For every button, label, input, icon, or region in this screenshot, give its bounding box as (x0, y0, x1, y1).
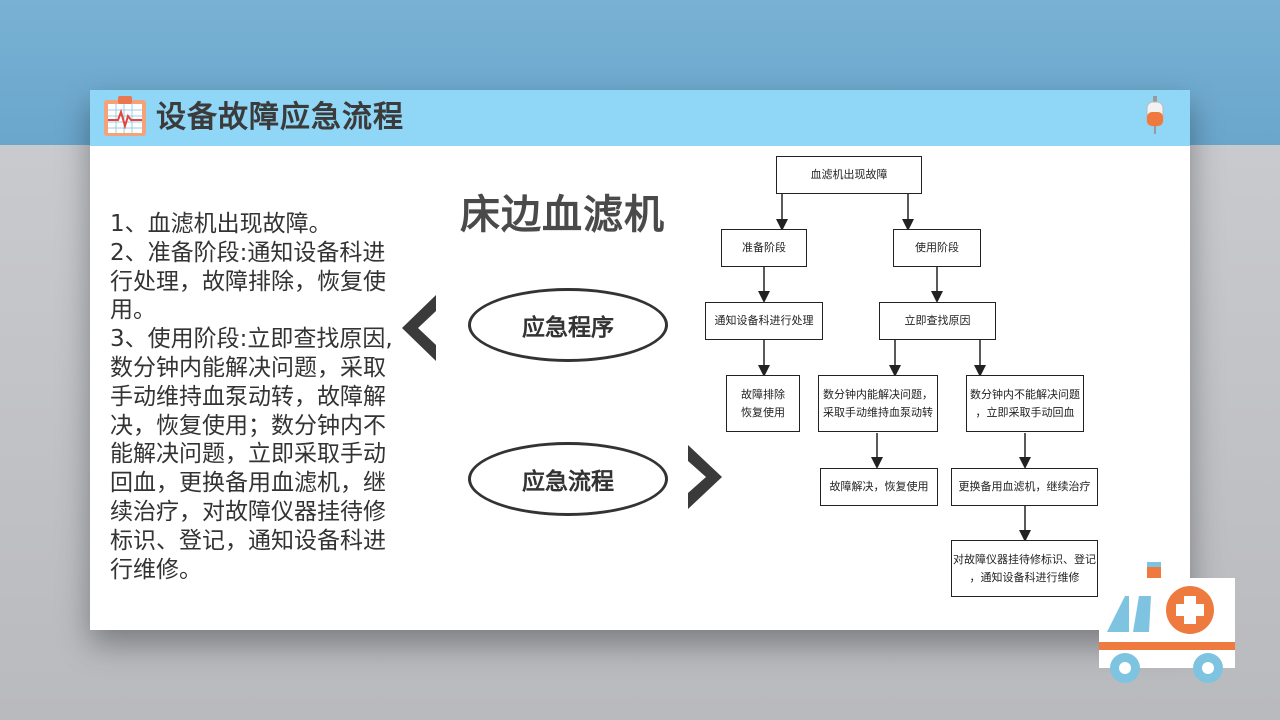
flow-node-resolved: 故障解决，恢复使用 (820, 468, 938, 506)
flow-node-find-cause: 立即查找原因 (879, 302, 996, 340)
ambulance-icon (1099, 562, 1235, 683)
description-line-3: 3、使用阶段:立即查找原因,数分钟内能解决问题，采取手动维持血泵动转，故障解决，… (110, 326, 393, 583)
page-title: 设备故障应急流程 (156, 100, 404, 135)
description-text: 1、血滤机出现故障。 2、准备阶段:通知设备科进行处理，故障排除，恢复使用。 3… (110, 210, 405, 584)
flow-node-prep-stage: 准备阶段 (721, 229, 807, 267)
flow-node-fixed-line-2: 恢复使用 (741, 405, 785, 419)
emergency-flow-ellipse: 应急流程 (468, 442, 668, 516)
flow-node-fixed-line-1: 故障排除 (741, 387, 785, 401)
flow-node-unsolvable-line-2: ，立即采取手动回血 (975, 405, 1075, 419)
flow-node-replace: 更换备用血滤机，继续治疗 (951, 468, 1098, 506)
flow-node-register: 对故障仪器挂待修标识、登记 ，通知设备科进行维修 (951, 540, 1098, 597)
bedside-hemofilter-heading: 床边血滤机 (460, 192, 665, 238)
chevron-left-icon (402, 295, 436, 361)
description-line-1: 1、血滤机出现故障。 (110, 211, 332, 237)
description-line-2: 2、准备阶段:通知设备科进行处理，故障排除，恢复使用。 (110, 239, 386, 324)
flow-node-unsolvable-line-1: 数分钟内不能解决问题 (970, 387, 1080, 401)
clipboard-ecg-icon (102, 94, 148, 142)
flow-node-solvable: 数分钟内能解决问题， 采取手动维持血泵动转 (818, 375, 938, 432)
flow-node-unsolvable: 数分钟内不能解决问题 ，立即采取手动回血 (966, 375, 1084, 432)
flow-node-register-line-1: 对故障仪器挂待修标识、登记 (953, 552, 1096, 566)
slide-card: 设备故障应急流程 1、血滤机出现故障。 2、准备阶段:通知设备科进行处理，故障排… (90, 90, 1190, 630)
flow-node-register-line-2: ，通知设备科进行维修 (969, 570, 1080, 584)
iv-bag-icon (1144, 96, 1166, 140)
emergency-procedure-ellipse: 应急程序 (468, 288, 668, 362)
chevron-right-icon (688, 445, 722, 509)
flow-node-solvable-line-1: 数分钟内能解决问题， (823, 387, 933, 401)
flow-node-fixed: 故障排除 恢复使用 (726, 375, 800, 432)
flow-node-notify: 通知设备科进行处理 (705, 302, 823, 340)
title-bar: 设备故障应急流程 (90, 90, 1190, 146)
flow-node-use-stage: 使用阶段 (893, 229, 981, 267)
flowchart-connectors (758, 193, 1031, 542)
flow-node-solvable-line-2: 采取手动维持血泵动转 (823, 405, 933, 419)
flow-node-root: 血滤机出现故障 (776, 156, 922, 194)
